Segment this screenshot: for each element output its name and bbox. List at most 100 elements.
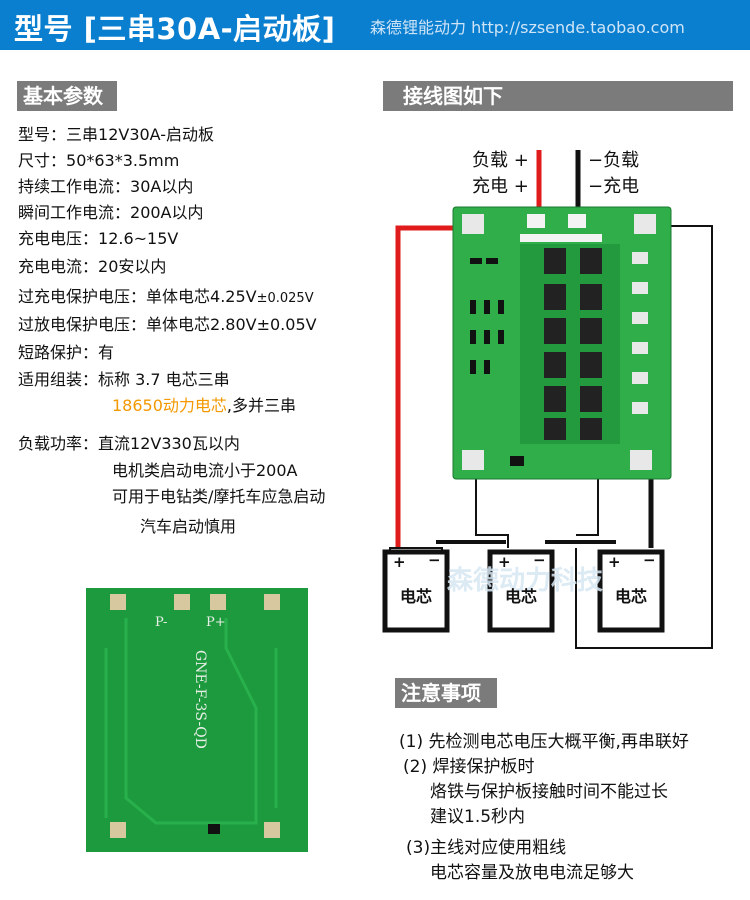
board2-component [208,824,220,834]
mosfet-chip [544,352,566,378]
charge-minus-label: −充电 [588,176,640,197]
param-value: 直流12V330瓦以内 [98,434,240,453]
param-value: 20安以内 [98,257,167,276]
pcb-pad [632,342,648,354]
pcb-pad [632,312,648,324]
pcb-pad [632,282,648,294]
param-tolerance: ±0.025V [256,291,314,306]
sense-wire-b1 [475,470,509,548]
param-assembly: 适用组装：标称 3.7 电芯三串 [18,366,230,390]
notes-section-tag: 注意事项 [395,678,497,708]
load-line-usage: 可用于电钻类/摩托车应急启动 [112,487,326,506]
header-banner: 型号 [三串30A-启动板] 森德锂能动力 http://szsende.tao… [0,0,750,50]
param-label: 负载功率： [18,434,99,453]
param-overdischarge: 过放电保护电压：单体电芯2.80V±0.05V [18,311,317,335]
pcb-resistors [470,258,524,466]
header-watermark: 森德锂能动力 http://szsende.taobao.com [370,18,685,37]
pcb-resistor [498,300,504,314]
pcb-pads [462,214,656,470]
wiring-tag-text: 接线图如下 [403,84,503,108]
param-value: 30A以内 [130,177,194,196]
board2-pplus-label: P+ [206,615,226,630]
param-value: 50*63*3.5mm [66,151,180,170]
load-line-caution: 汽车启动慎用 [140,517,237,536]
battery-label-1: 电芯 [399,587,432,606]
param-value: 单体电芯4.25V [146,287,257,306]
param-continuous-current: 持续工作电流：30A以内 [18,173,193,197]
pcb-terminal-minus [568,214,586,228]
mosfet-chip [544,418,566,440]
load-plus-label: 负载 + [472,150,529,171]
board2-pad [264,822,280,838]
board2-traces [104,618,278,825]
param-value: 单体电芯2.80V±0.05V [146,315,317,334]
board2-pad [110,822,126,838]
board-photo [86,588,308,852]
pcb-terminal-plus [527,214,545,228]
param-label: 充电电压： [18,229,99,248]
board2-model-label: GNE-F-3S-QD [192,650,208,749]
param-charge-voltage: 充电电压：12.6~15V [18,225,178,249]
param-value: 12.6~15V [98,229,179,248]
param-label: 尺寸： [18,151,67,170]
param-short-circuit: 短路保护：有 [18,339,114,363]
battery-cells [382,547,665,633]
param-label: 过放电保护电压： [18,315,147,334]
mosfet-chip [580,418,602,440]
battery-minus-mark: − [643,551,656,569]
note-3: (3)主线对应使用粗线 [406,838,567,858]
mosfet-chip [580,284,602,310]
param-label: 型号： [18,125,67,144]
sense-wire-b3 [575,225,713,649]
board2-pads [110,594,280,838]
mosfet-chip [544,248,566,274]
params-section-tag: 基本参数 [17,81,117,111]
param-label: 过充电保护电压： [18,287,147,306]
note-2-detail-a: 烙铁与保护板接触时间不能过长 [430,782,668,802]
mosfet-chip [544,284,566,310]
sense-wire-b2 [576,470,599,536]
param-label: 短路保护： [18,343,99,362]
mosfet-chip [544,318,566,344]
board2-pad [264,594,280,610]
param-charge-current: 充电电流：20安以内 [18,253,166,277]
pcb-pad [632,372,648,384]
page-title: 型号 [三串30A-启动板] [14,12,336,46]
board2-trace [124,618,258,825]
mosfet-chip [580,248,602,274]
pcb-pad [462,214,484,234]
param-peak-current: 瞬间工作电流：200A以内 [18,199,204,223]
param-label: 瞬间工作电流： [18,203,131,222]
battery-cell-3 [597,549,665,633]
param-value: 有 [98,343,115,362]
mosfet-chip [544,386,566,412]
mosfet-chip [580,352,602,378]
load-line-motor: 电机类启动电流小于200A [112,461,298,480]
pcb-resistor [470,360,476,374]
middle-watermark: 森德动力科技 [447,566,604,596]
pcb-resistor [486,258,498,264]
pcb-resistor [510,456,524,466]
pcb-pad [462,450,484,470]
pcb-resistor [470,258,482,264]
board2-pad [174,594,190,610]
battery-plus-mark: + [498,553,511,571]
pcb-resistor [484,360,490,374]
param-load-power: 负载功率：直流12V330瓦以内 [18,430,240,454]
pcb-pad [630,450,652,470]
param-label: 适用组装： [18,370,99,389]
pcb-resistor [498,330,504,344]
battery-label-2: 电芯 [504,587,537,606]
load-minus-label: −负载 [588,150,640,171]
battery-minus-mark: − [533,551,546,569]
param-model: 型号：三串12V30A-启动板 [18,121,214,145]
pcb-pad [634,214,656,234]
note-2: (2) 焊接保护板时 [403,757,535,777]
board2-pad [110,594,126,610]
charge-plus-label: 充电 + [472,176,529,197]
pcb-pad [632,402,648,414]
pcb-silkscreen-bar [520,234,602,242]
battery-plus-mark: + [393,553,406,571]
pcb-resistor [470,300,476,314]
